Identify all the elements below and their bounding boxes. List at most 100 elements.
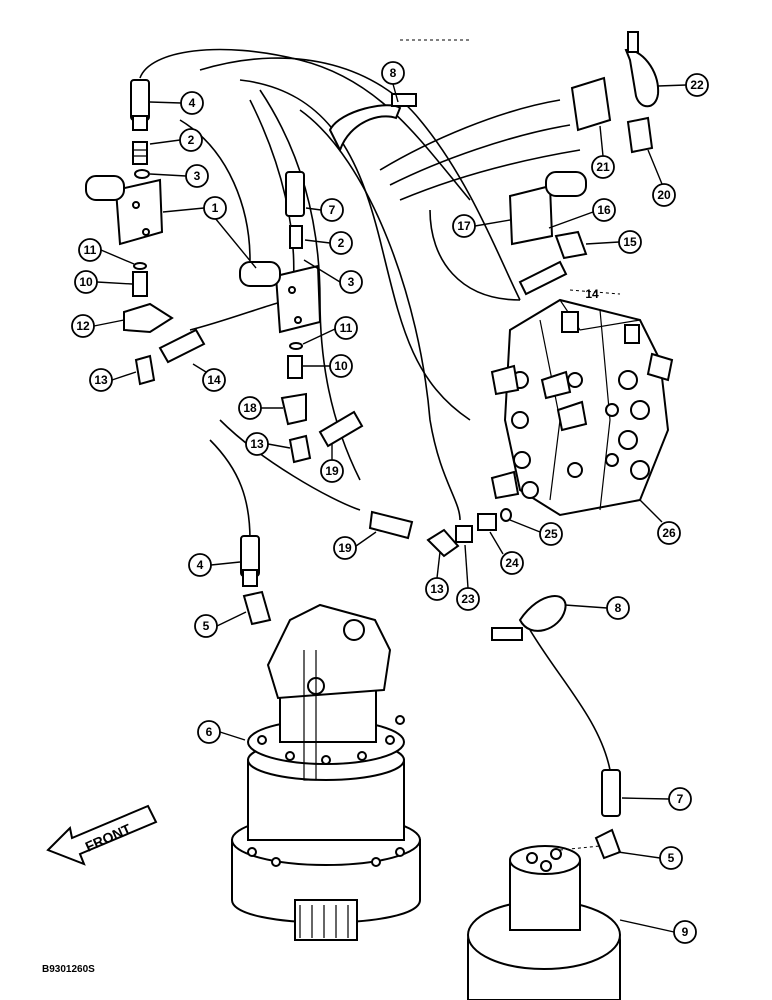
motor-bolts	[247, 715, 405, 867]
callout-line	[111, 371, 137, 381]
callout-line	[267, 443, 291, 449]
callout-text: 11	[84, 243, 97, 257]
callout-text: 3	[194, 169, 201, 183]
callout-21: 21	[591, 125, 615, 179]
callout-circle	[668, 787, 692, 811]
callout-text: 6	[206, 725, 213, 739]
callout-circle	[657, 521, 681, 545]
callout-7-top: 7	[305, 198, 344, 222]
callout-text: 20	[657, 188, 671, 202]
callout-circle	[685, 73, 709, 97]
callout-text: 7	[677, 792, 684, 806]
callout-line	[621, 797, 670, 800]
callout-line	[617, 851, 661, 859]
callout-13-left: 13	[89, 368, 137, 392]
callout-circle	[320, 198, 344, 222]
front-direction-arrow: FRONT	[46, 804, 158, 866]
callout-line	[639, 499, 663, 523]
callout-circle	[652, 183, 676, 207]
callout-circle	[339, 270, 363, 294]
callout-15: 15	[585, 230, 642, 254]
swing-motor	[231, 603, 421, 941]
callout-text: 5	[668, 851, 675, 865]
fittings	[85, 31, 660, 860]
callout-3-top: 3	[149, 164, 209, 188]
callout-line	[96, 281, 133, 285]
callout-line	[305, 207, 322, 211]
callout-circle	[179, 128, 203, 152]
callout-circle	[74, 270, 98, 294]
callout-2-top: 2	[149, 128, 203, 152]
callout-text: 5	[203, 619, 210, 633]
control-valve	[490, 298, 674, 517]
callout-text: 13	[250, 437, 264, 451]
callout-line	[149, 173, 187, 177]
callout-16: 16	[548, 198, 616, 229]
callout-text: 14	[207, 373, 221, 387]
callout-circle	[78, 238, 102, 262]
callout-26: 26	[639, 499, 681, 545]
callout-12: 12	[71, 314, 125, 338]
callout-line	[647, 149, 663, 185]
callout-text: 26	[662, 526, 676, 540]
callout-line	[392, 83, 399, 103]
callout-text: 1	[212, 201, 219, 215]
callout-line	[599, 125, 604, 157]
hose-lines	[139, 48, 611, 771]
callout-circle	[591, 155, 615, 179]
callout-7-bottom: 7	[621, 787, 692, 811]
callout-circle	[500, 551, 524, 575]
valve-fittings	[490, 352, 674, 500]
callout-line	[464, 544, 469, 589]
callout-circle	[618, 230, 642, 254]
callout-circle	[320, 459, 344, 483]
callout-line	[149, 139, 181, 145]
callout-text: 10	[334, 359, 348, 373]
callout-text: 7	[329, 203, 336, 217]
callout-4-top: 4	[149, 91, 204, 115]
drawing-id: B9301260S	[42, 964, 95, 975]
callout-4-bottom: 4	[188, 553, 241, 577]
callout-text: 23	[461, 592, 475, 606]
callout-19-top: 19	[320, 444, 344, 483]
callout-line	[100, 249, 135, 265]
callout-circle	[185, 164, 209, 188]
callout-circle	[659, 846, 683, 870]
callout-text: 25	[544, 527, 558, 541]
callout-line	[162, 207, 205, 213]
callout-8-top: 8	[381, 61, 405, 103]
callout-circle	[188, 553, 212, 577]
callout-line	[192, 363, 207, 373]
callout-line	[304, 239, 331, 244]
callout-circle	[539, 522, 563, 546]
callout-text: 17	[457, 219, 471, 233]
callout-circle	[606, 596, 630, 620]
callout-line	[657, 84, 687, 87]
callout-circle	[238, 396, 262, 420]
callout-line	[436, 551, 441, 579]
callout-circle	[180, 91, 204, 115]
callout-circle	[333, 536, 357, 560]
callout-14-right-text: 14	[585, 287, 599, 301]
callout-line	[214, 217, 257, 269]
callout-19-bottom: 19	[333, 531, 377, 560]
callout-20: 20	[647, 149, 676, 207]
callout-circle	[381, 61, 405, 85]
callout-text: 2	[338, 236, 345, 250]
callout-22: 22	[657, 73, 709, 97]
callouts: 1 2 2 3 3 4 4 5 5 6 7 7 8 8 9 10 10 11 1…	[71, 61, 709, 944]
callout-line	[219, 731, 246, 741]
callout-line	[564, 604, 608, 609]
callout-line	[509, 519, 541, 533]
callout-text: 4	[197, 558, 204, 572]
callout-25: 25	[509, 519, 563, 546]
callout-circle	[592, 198, 616, 222]
callout-circle	[425, 577, 449, 601]
callout-2-mid: 2	[304, 231, 353, 255]
callout-23: 23	[456, 544, 480, 611]
callout-line	[216, 611, 247, 627]
callout-9: 9	[619, 919, 697, 944]
callout-text: 22	[690, 78, 704, 92]
callout-circle	[245, 432, 269, 456]
callout-13-mid: 13	[245, 432, 291, 456]
